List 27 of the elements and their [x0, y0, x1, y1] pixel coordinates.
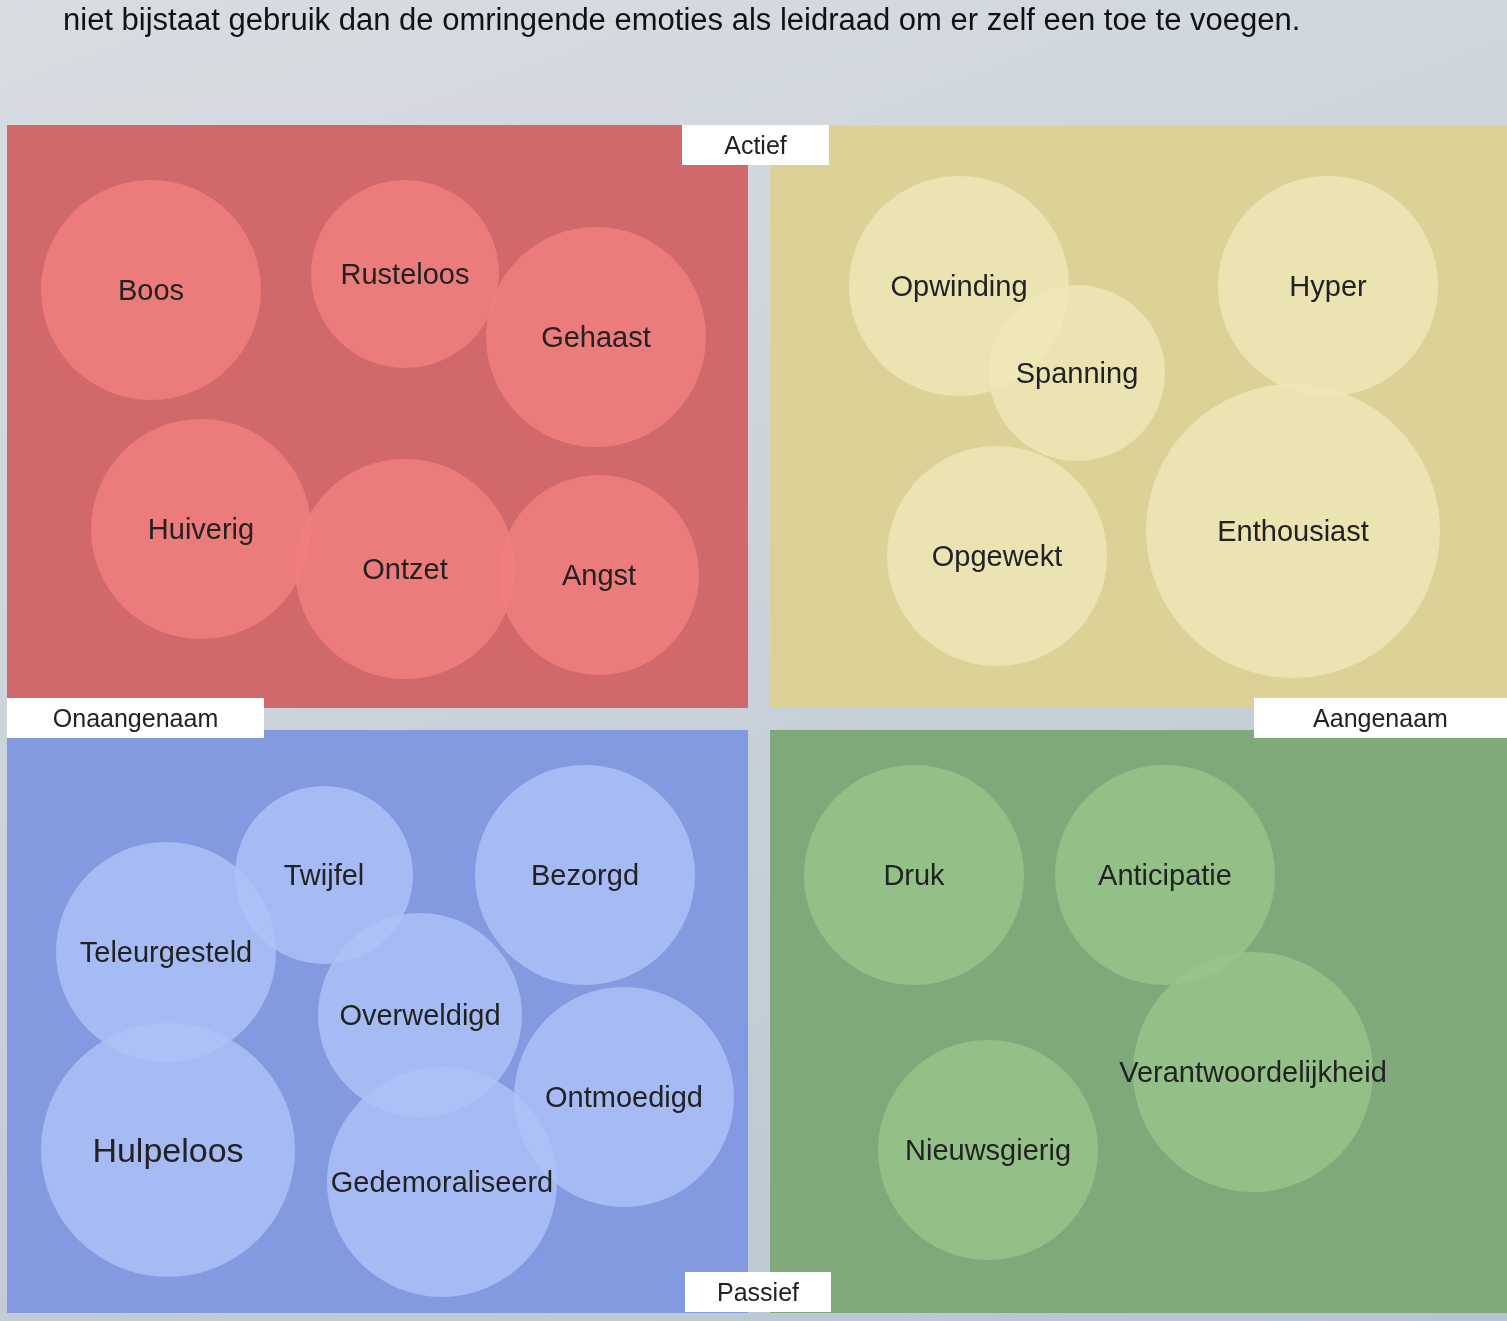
emotion-label: Hyper — [1289, 269, 1367, 303]
caption-text: niet bijstaat gebruik dan de omringende emoties als leidraad om er zelf een toe te voegen. — [63, 2, 1301, 38]
emotion-label: Verantwoordelijkheid — [1119, 1055, 1387, 1089]
emotion-label: Gehaast — [541, 320, 651, 354]
emotion-label: Teleurgesteld — [79, 935, 253, 969]
emotion-label: Gedemoraliseerd — [330, 1165, 554, 1199]
emotion-label: Druk — [883, 858, 945, 892]
emotion-label: Rusteloos — [340, 257, 470, 291]
axis-label: Passief — [685, 1272, 831, 1312]
emotion-label: Nieuwsgierig — [905, 1133, 1071, 1167]
emotion-label: Hulpeloos — [92, 1130, 244, 1170]
emotion-label: Enthousiast — [1217, 514, 1369, 548]
emotion-label: Opwinding — [890, 269, 1028, 303]
emotion-label: Twijfel — [283, 858, 365, 892]
axis-label: Actief — [682, 125, 829, 165]
emotion-label: Boos — [117, 273, 185, 307]
emotion-label: Ontmoedigd — [545, 1080, 703, 1114]
emotion-label: Overweldigd — [339, 998, 501, 1032]
emotion-label: Ontzet — [362, 552, 448, 586]
axis-label: Onaangenaam — [7, 698, 264, 738]
axis-label: Aangenaam — [1254, 698, 1507, 738]
emotion-label: Spanning — [1015, 356, 1139, 390]
emotion-label: Huiverig — [147, 512, 255, 546]
emotion-label: Opgewekt — [931, 539, 1063, 573]
emotion-label: Bezorgd — [531, 858, 639, 892]
emotion-label: Anticipatie — [1098, 858, 1232, 892]
emotion-label: Angst — [561, 558, 637, 592]
